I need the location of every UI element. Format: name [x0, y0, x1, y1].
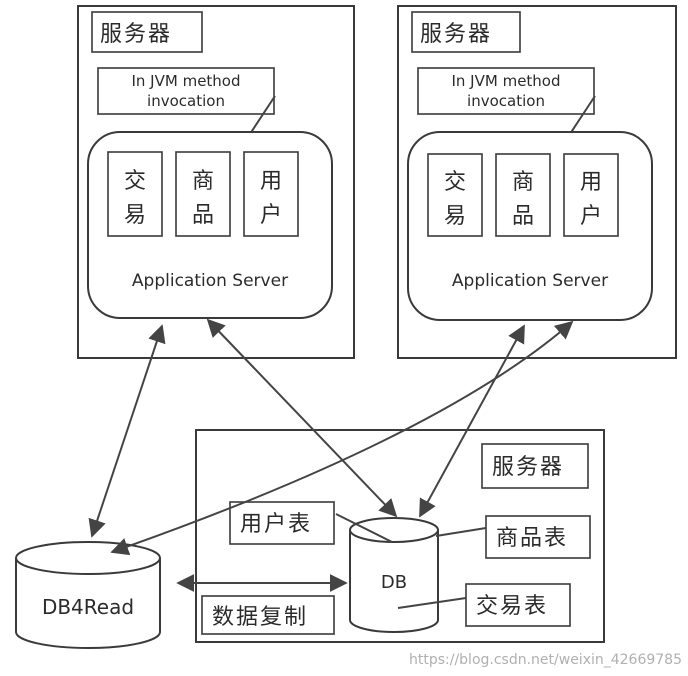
server-left-module-trade: [107, 151, 163, 237]
server-left-module-user: [243, 151, 299, 237]
server-left-app-server-label: Application Server: [132, 271, 288, 291]
server-left-invocation-line1: In JVM method: [131, 72, 240, 90]
db-server-label: 服务器: [492, 455, 564, 480]
server-right-invocation-line1: In JVM method: [451, 72, 560, 90]
server-right-module-product-char1: 商: [512, 170, 534, 195]
server-left-invocation-line2: invocation: [147, 92, 225, 110]
server-right-label-box: [411, 11, 521, 53]
server-right-app-server-label: Application Server: [452, 271, 608, 291]
product-table-label: 商品表: [496, 526, 568, 551]
server-left-module-product-char2: 品: [192, 203, 214, 228]
replication-box: [201, 595, 335, 635]
server-left: 服务器 In JVM method invocation 交 易 商 品 用 户…: [77, 5, 355, 359]
server-right-module-user-char1: 用: [580, 170, 602, 195]
server-right-module-trade-char1: 交: [444, 170, 466, 195]
db-label: DB: [381, 572, 407, 593]
arrow-right-app-to-read-db: [110, 320, 574, 556]
server-left-module-user-char1: 用: [260, 169, 282, 194]
server-left-label: 服务器: [100, 22, 172, 47]
server-right-invocation-box: [417, 67, 595, 115]
server-right-module-trade-char2: 易: [444, 204, 466, 229]
server-right-label: 服务器: [420, 22, 492, 47]
server-right-module-trade: [427, 153, 483, 237]
trade-table-label: 交易表: [476, 594, 548, 619]
read-db-top: [15, 541, 161, 575]
trade-table-connector: [397, 597, 467, 609]
db-server: 服务器 用户表 商品表 交易表 数据复制 DB: [195, 429, 605, 643]
server-left-module-trade-char2: 易: [124, 203, 146, 228]
read-db-body: [15, 558, 161, 649]
server-left-invocation-box: [97, 67, 275, 115]
server-left-label-box: [91, 11, 203, 53]
server-right-module-user: [563, 153, 619, 237]
user-table-label: 用户表: [240, 512, 312, 537]
read-db: DB4Read: [15, 541, 161, 649]
watermark: https://blog.csdn.net/weixin_42669785: [409, 652, 682, 668]
server-right-module-product: [495, 153, 551, 237]
server-left-module-product-char1: 商: [192, 169, 214, 194]
read-db-label: DB4Read: [42, 595, 134, 619]
server-right-module-product-char2: 品: [512, 204, 534, 229]
server-left-module-trade-char1: 交: [124, 169, 146, 194]
server-right-module-user-char2: 户: [580, 204, 602, 229]
server-left-module-user-char2: 户: [260, 203, 282, 228]
replication-label: 数据复制: [212, 605, 308, 630]
server-left-module-product: [175, 151, 231, 237]
trade-table-box: [465, 583, 571, 627]
server-right: 服务器 In JVM method invocation 交 易 商 品 用 户…: [397, 5, 677, 359]
server-right-invocation-line2: invocation: [467, 92, 545, 110]
